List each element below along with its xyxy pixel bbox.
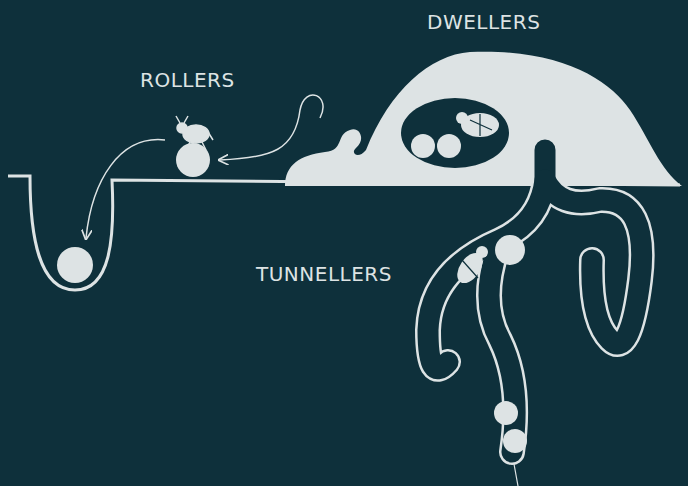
flow-arrow [86,140,165,238]
dweller-beetle [456,112,499,137]
brood-ball [411,134,435,158]
tunneller-beetle [452,246,488,288]
brood-ball [494,401,518,425]
group-label: TUNNELLERS [256,262,392,286]
brood-ball [437,134,461,158]
group-label: DWELLERS [427,10,540,34]
flow-arrow [220,95,323,160]
brood-ball [503,429,527,453]
tunnel-system [428,150,642,486]
brood-ball [495,235,525,265]
group-label: ROLLERS [140,68,235,92]
roller-beetle [176,116,213,150]
dung-pat [285,52,682,186]
buried-ball [57,247,93,283]
dweller-chamber [401,98,509,168]
